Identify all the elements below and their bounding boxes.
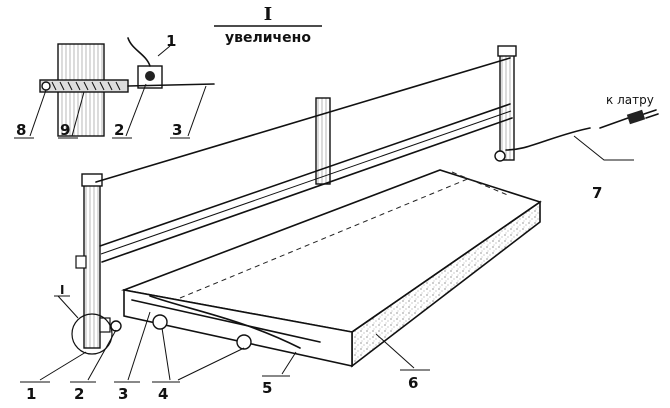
label-1: 1 — [26, 385, 36, 403]
inset-label-9: 9 — [60, 121, 70, 139]
plug-cord — [599, 117, 629, 129]
inset-leader-3 — [187, 85, 207, 137]
label-5: 5 — [262, 379, 272, 397]
top-wire — [95, 57, 511, 183]
right-post — [497, 45, 517, 161]
label-4: 4 — [158, 385, 168, 403]
inset-wire — [127, 83, 215, 87]
cut-line — [179, 177, 471, 299]
inset-label-2: 2 — [114, 121, 124, 139]
leader-7 — [573, 135, 634, 161]
foam-block — [121, 169, 542, 368]
left-clamp — [99, 317, 122, 333]
inset-detail: 1 8 9 2 3 — [14, 32, 215, 139]
inset-label-8: 8 — [16, 121, 26, 139]
title-caption: увеличено — [225, 30, 311, 46]
bottom-rail — [99, 103, 513, 263]
inset-hook — [41, 81, 51, 91]
inset-label-3: 3 — [172, 121, 182, 139]
foam-front-face — [123, 289, 353, 367]
main-leaders — [20, 311, 430, 383]
callout-label: I — [60, 283, 64, 297]
screw-b — [236, 334, 252, 350]
guide-board — [131, 295, 321, 350]
power-cable: к латру — [494, 93, 659, 162]
inset-label-1: 1 — [166, 32, 176, 50]
inset-leader-8 — [29, 89, 47, 137]
screw-a — [152, 314, 168, 330]
plug-icon — [626, 109, 646, 125]
inset-leader-9 — [71, 91, 85, 137]
latr-label: к латру — [606, 93, 654, 107]
label-6: 6 — [408, 374, 418, 392]
inset-spring — [39, 79, 129, 93]
inset-leader-2 — [125, 83, 147, 137]
inset-screw — [145, 71, 155, 81]
title-block: I увеличено — [214, 4, 322, 46]
inset-lead-wire — [127, 37, 151, 67]
left-post — [75, 173, 103, 349]
callout-circle: I — [54, 283, 113, 355]
plug-pins — [643, 109, 659, 119]
inset-leader-1 — [157, 45, 171, 57]
label-7: 7 — [592, 184, 602, 202]
title-roman: I — [264, 4, 272, 25]
label-2: 2 — [74, 385, 84, 403]
label-3: 3 — [118, 385, 128, 403]
